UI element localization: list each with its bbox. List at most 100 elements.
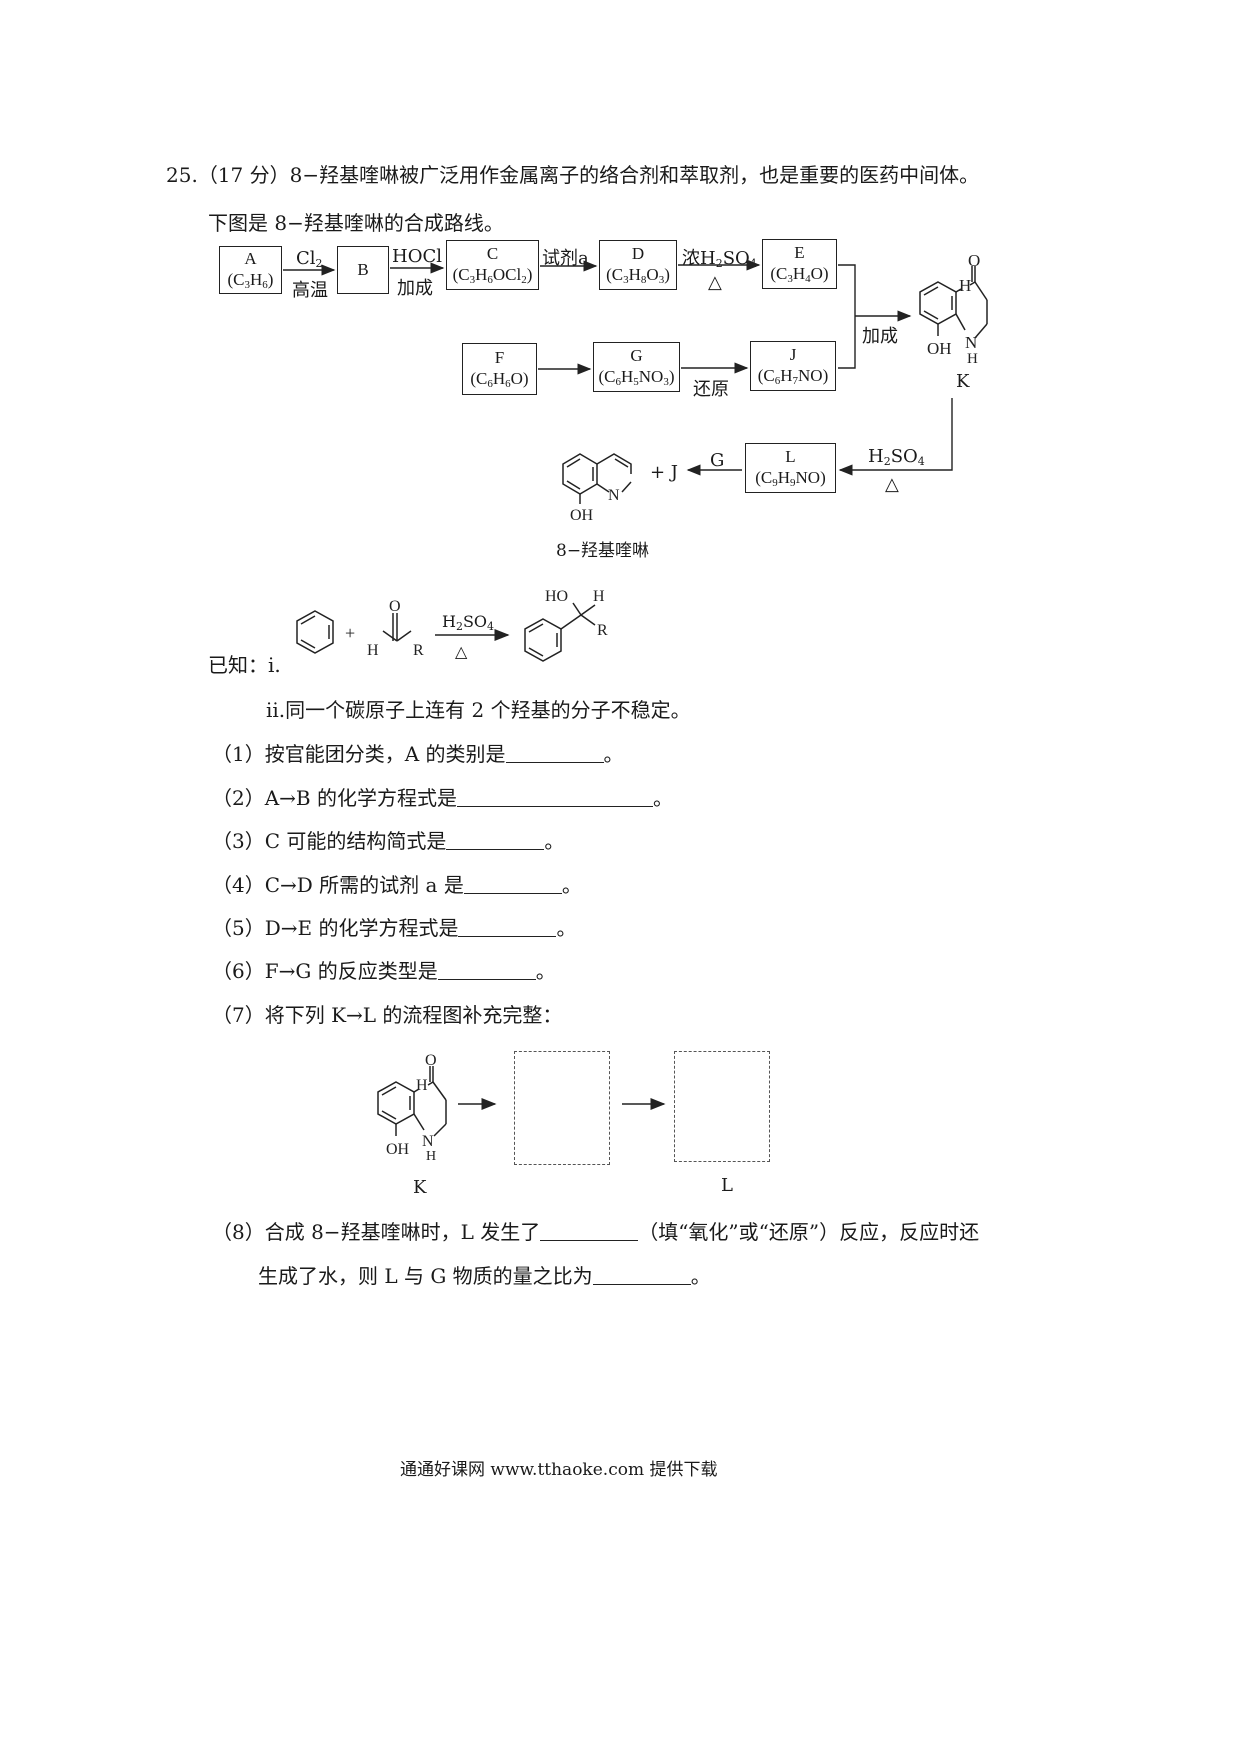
box-L: L (C9H9NO) — [745, 443, 836, 493]
subquestion-6-text: （6）F→G 的反应类型是 — [212, 959, 438, 983]
q7-K-label: K — [413, 1177, 427, 1198]
box-C-formula: (C3H6OCl2) — [452, 264, 533, 286]
box-D-name: D — [631, 243, 645, 263]
svg-text:O: O — [389, 598, 401, 615]
svg-text:H: H — [593, 588, 605, 605]
subquestion-4: （4）C→D 所需的试剂 a 是 。 — [212, 875, 582, 895]
subquestion-3-text: （3）C 可能的结构简式是 — [212, 829, 447, 853]
box-E: E (C3H4O) — [762, 239, 837, 289]
reagent-ab-top: Cl2 — [296, 248, 323, 270]
answer-blank-6[interactable] — [437, 961, 536, 980]
subquestion-5: （5）D→E 的化学方程式是 。 — [212, 918, 576, 938]
subquestion-2-text: （2）A→B 的化学方程式是 — [212, 786, 457, 810]
subquestion-2-suffix: 。 — [652, 786, 673, 810]
answer-blank-5[interactable] — [458, 918, 557, 937]
connector-e-j — [838, 264, 856, 369]
svg-text:OH: OH — [927, 339, 952, 358]
reagent-de-top: 浓H2SO4 — [682, 248, 757, 270]
box-L-name: L — [785, 446, 796, 466]
reagent-gj-bottom: 还原 — [693, 379, 729, 400]
q7-answer-box-1[interactable] — [514, 1051, 610, 1165]
subquestion-8-line1: （8）合成 8−羟基喹啉时，L 发生了 （填“氧化”或“还原”）反应，反应时还 — [212, 1222, 979, 1242]
svg-text:HO: HO — [545, 588, 568, 605]
subquestion-4-suffix: 。 — [561, 873, 582, 897]
box-J: J (C6H7NO) — [750, 341, 836, 391]
box-D: D (C3H8O3) — [599, 240, 677, 290]
flow-arrows — [283, 259, 953, 476]
q7-arrow — [622, 1098, 666, 1110]
q7-L-label: L — [721, 1175, 733, 1196]
subquestion-8-text-4: 。 — [690, 1264, 711, 1288]
q7-answer-box-2[interactable] — [674, 1051, 770, 1162]
subquestion-5-text: （5）D→E 的化学方程式是 — [212, 916, 459, 940]
known-reagent-bottom: △ — [455, 642, 468, 661]
svg-text:N: N — [422, 1133, 434, 1150]
subquestion-4-text: （4）C→D 所需的试剂 a 是 — [212, 873, 464, 897]
reagent-de-bottom: △ — [708, 272, 722, 293]
svg-text:O: O — [425, 1052, 437, 1069]
reagent-lq-top: G — [710, 450, 725, 471]
answer-blank-4[interactable] — [463, 875, 562, 894]
box-J-name: J — [789, 344, 797, 364]
box-F: F (C6H6O) — [462, 343, 537, 395]
question-intro: 8−羟基喹啉被广泛用作金属离子的络合剂和萃取剂，也是重要的医药中间体。 — [289, 163, 980, 187]
svg-text:N: N — [608, 487, 620, 504]
arrow-k-l — [838, 398, 953, 476]
reagent-ab-bottom: 高温 — [292, 280, 328, 301]
reagent-kl-bottom: △ — [885, 474, 899, 495]
box-A-formula: (C3H6) — [227, 269, 274, 291]
known-item-2: ii.同一个碳原子上连有 2 个羟基的分子不稳定。 — [266, 698, 691, 722]
svg-text:H: H — [416, 1077, 428, 1094]
box-D-formula: (C3H8O3) — [606, 264, 670, 286]
footer-credit: 通通好课网 www.tthaoke.com 提供下载 — [400, 1460, 718, 1480]
subquestion-5-suffix: 。 — [556, 916, 577, 940]
question-intro-2: 下图是 8−羟基喹啉的合成路线。 — [208, 211, 504, 235]
subquestion-2: （2）A→B 的化学方程式是 。 — [212, 788, 673, 808]
answer-blank-8b[interactable] — [592, 1266, 691, 1285]
svg-text:H: H — [959, 276, 971, 295]
box-G: G (C6H5NO3) — [593, 342, 680, 392]
box-E-name: E — [794, 242, 805, 262]
quinoline-structure: N OH — [562, 453, 632, 524]
subquestion-3: （3）C 可能的结构简式是 。 — [212, 831, 564, 851]
compound-K-label: K — [956, 371, 970, 392]
box-G-formula: (C6H5NO3) — [598, 366, 675, 388]
product-name: 8−羟基喹啉 — [556, 541, 650, 561]
q7-compound-K: O H OH N H — [377, 1052, 497, 1164]
svg-text:O: O — [968, 252, 980, 270]
subquestion-1-suffix: 。 — [603, 742, 624, 766]
answer-blank-1[interactable] — [505, 744, 604, 763]
subquestion-8-text-3: 生成了水，则 L 与 G 物质的量之比为 — [258, 1264, 593, 1288]
box-L-formula: (C9H9NO) — [755, 467, 826, 489]
product-plus-j: + J — [650, 462, 679, 483]
answer-blank-3[interactable] — [446, 831, 545, 850]
box-C: C (C3H6OCl2) — [446, 240, 539, 290]
box-G-name: G — [630, 345, 643, 365]
subquestion-6: （6）F→G 的反应类型是。 — [212, 961, 556, 981]
subquestion-7-text: （7）将下列 K→L 的流程图补充完整： — [212, 1003, 563, 1027]
subquestion-8-text-2: （填“氧化”或“还原”）反应，反应时还 — [638, 1220, 980, 1244]
svg-text:+: + — [345, 623, 355, 643]
answer-blank-8a[interactable] — [540, 1222, 639, 1241]
svg-text:H: H — [967, 351, 978, 367]
box-B-name: B — [357, 260, 369, 280]
box-J-formula: (C6H7NO) — [757, 365, 829, 387]
answer-blank-2[interactable] — [456, 788, 653, 807]
svg-text:R: R — [413, 642, 424, 659]
known-reagent-top: H2SO4 — [442, 612, 495, 633]
subquestion-8-text-1: （8）合成 8−羟基喹啉时，L 发生了 — [212, 1220, 541, 1244]
svg-text:OH: OH — [386, 1141, 410, 1158]
known-reaction: + O H R HO H R — [296, 588, 608, 662]
subquestion-3-suffix: 。 — [544, 829, 565, 853]
svg-text:H: H — [426, 1149, 436, 1164]
box-A: A (C3H6) — [219, 246, 282, 294]
subquestion-1-text: （1）按官能团分类，A 的类别是 — [212, 742, 506, 766]
box-A-name: A — [244, 248, 257, 268]
compound-K-structure: O H OH N H — [919, 252, 988, 367]
reagent-ek-label: 加成 — [862, 326, 898, 347]
reagent-kl-top: H2SO4 — [868, 446, 925, 468]
svg-text:N: N — [965, 333, 977, 352]
svg-text:H: H — [367, 642, 379, 659]
box-F-formula: (C6H6O) — [470, 368, 529, 390]
reagent-bc-bottom: 加成 — [397, 278, 433, 299]
